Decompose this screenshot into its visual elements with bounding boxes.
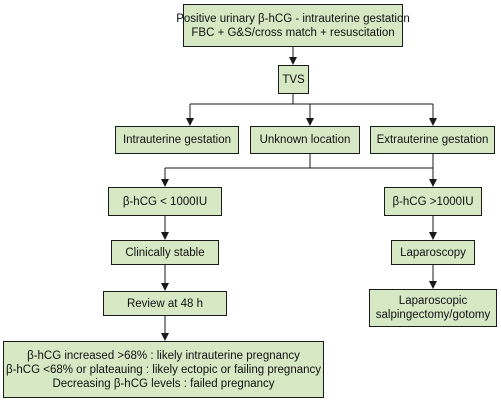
node-hcg-outcome-line-2: β-hCG <68% or plateauing : likely ectopi… [5, 363, 322, 376]
node-unknown-location: Unknown location [250, 126, 360, 154]
node-hcg-outcome-line-3: Decreasing β-hCG levels : failed pregnan… [52, 377, 275, 390]
node-intrauterine-gestation-label: Intrauterine gestation [122, 134, 232, 146]
node-tvs: TVS [278, 65, 309, 94]
node-laparoscopic-salpingectomy-line-2: salpingectomy/gotomy [375, 309, 491, 321]
node-laparoscopy: Laparoscopy [391, 240, 475, 265]
node-hcg-outcome-line-1: β-hCG increased >68% : likely intrauteri… [27, 349, 300, 362]
node-laparoscopy-label: Laparoscopy [400, 246, 466, 259]
node-review-48h: Review at 48 h [103, 291, 227, 316]
node-intrauterine-gestation: Intrauterine gestation [115, 126, 239, 154]
node-hcg-outcome: β-hCG increased >68% : likely intrauteri… [3, 341, 324, 398]
node-laparoscopic-salpingectomy-line-1: Laparoscopic [398, 295, 468, 307]
node-laparoscopic-salpingectomy: Laparoscopic salpingectomy/gotomy [369, 289, 497, 327]
node-tvs-label: TVS [282, 73, 305, 86]
node-clinically-stable-label: Clinically stable [125, 246, 205, 259]
node-review-48h-label: Review at 48 h [126, 297, 204, 310]
node-start-line-1: Positive urinary β-hCG - intrauterine ge… [176, 12, 410, 25]
node-extrauterine-gestation: Extrauterine gestation [370, 126, 495, 154]
node-unknown-location-label: Unknown location [259, 134, 351, 146]
node-start: Positive urinary β-hCG - intrauterine ge… [176, 4, 410, 47]
node-hcg-above-1000-label: β-hCG >1000IU [392, 195, 474, 208]
node-hcg-below-1000: β-hCG < 1000IU [108, 187, 222, 216]
node-extrauterine-gestation-label: Extrauterine gestation [376, 134, 489, 146]
node-hcg-below-1000-label: β-hCG < 1000IU [122, 195, 208, 208]
node-clinically-stable: Clinically stable [111, 240, 219, 265]
node-start-line-2: FBC + G&S/cross match + resuscitation [191, 26, 395, 39]
node-hcg-above-1000: β-hCG >1000IU [384, 187, 482, 216]
